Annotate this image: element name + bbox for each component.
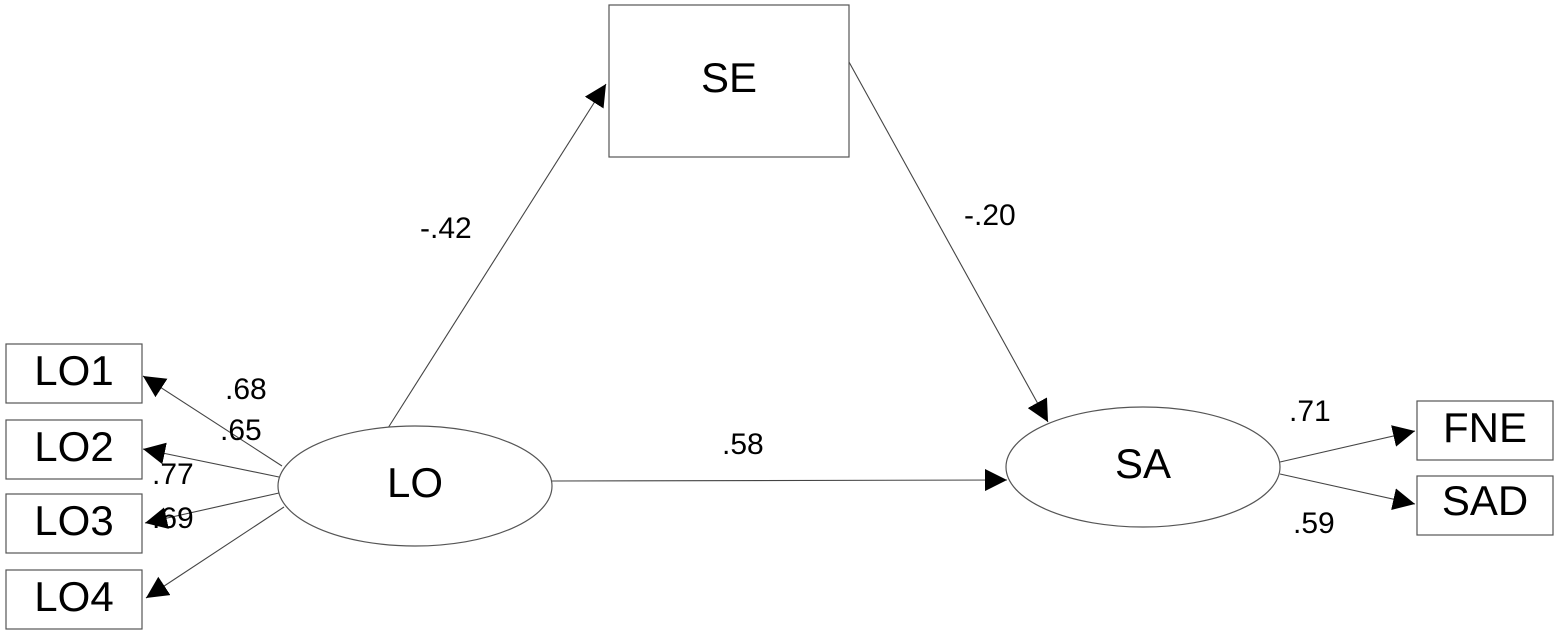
coef-sa-fne: .71	[1289, 395, 1331, 428]
node-lo: LO	[277, 425, 553, 547]
node-se-label: SE	[701, 54, 757, 101]
coef-lo-lo1: .68	[225, 373, 267, 406]
edge-lo-sa	[551, 469, 1008, 492]
edge-lo-lo1	[142, 375, 283, 467]
coef-lo-lo2: .65	[220, 414, 262, 447]
node-lo3-label: LO3	[34, 497, 113, 544]
coef-lo-lo3: .77	[152, 458, 194, 491]
edge-lo-lo4	[145, 506, 285, 599]
node-lo4: LO4	[5, 569, 143, 630]
node-lo2-label: LO2	[34, 423, 113, 470]
coef-lo-lo4: .69	[152, 502, 194, 535]
node-sad: SAD	[1416, 475, 1554, 536]
coef-se-sa: -.20	[964, 199, 1016, 232]
node-sa-label: SA	[1115, 440, 1171, 487]
edge-se-sa	[848, 61, 1049, 423]
edge-lo-lo2	[142, 442, 280, 478]
node-lo2: LO2	[5, 419, 143, 480]
node-sa: SA	[1005, 406, 1281, 528]
node-lo1-label: LO1	[34, 347, 113, 394]
edge-sa-fne	[1279, 425, 1416, 463]
node-se: SE	[608, 4, 850, 158]
node-fne: FNE	[1416, 400, 1554, 461]
node-lo4-label: LO4	[34, 573, 113, 620]
edge-sa-sad	[1279, 473, 1416, 510]
coef-lo-sa: .58	[722, 428, 764, 461]
node-lo-label: LO	[387, 459, 443, 506]
node-lo1: LO1	[5, 343, 143, 404]
node-sad-label: SAD	[1442, 477, 1528, 524]
coef-sa-sad: .59	[1293, 507, 1335, 540]
node-lo3: LO3	[5, 493, 143, 554]
edge-lo-se	[387, 83, 607, 429]
node-fne-label: FNE	[1443, 404, 1527, 451]
edge-lo-lo3	[144, 492, 280, 529]
coef-lo-se: -.42	[420, 212, 472, 245]
